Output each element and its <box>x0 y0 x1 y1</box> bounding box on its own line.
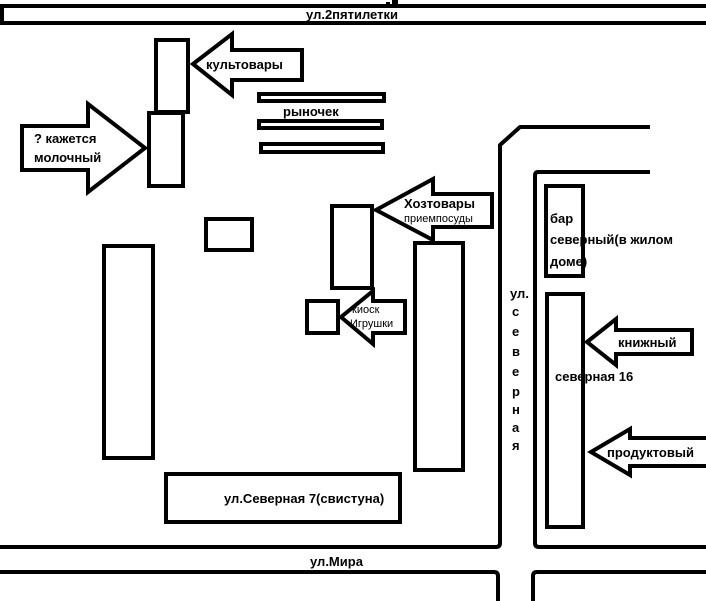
label-kultovary: культовары <box>206 57 283 72</box>
street-letter: я <box>512 438 520 453</box>
label-severnaya-7: ул.Северная 7(свистуна) <box>224 491 384 506</box>
label-bar-2: северный(в жилом <box>550 232 673 247</box>
street-label-mira: ул.Мира <box>310 554 364 569</box>
street-letter: р <box>512 384 520 399</box>
street-2pyatiletki <box>0 4 706 25</box>
street-label-severnaya-prefix: ул. <box>510 286 529 301</box>
label-bar-1: бар <box>550 211 573 226</box>
label-grocery: продуктовый <box>607 445 694 460</box>
building-dairy <box>147 111 185 188</box>
street-letter: е <box>512 324 519 339</box>
building-severnaya-16 <box>545 292 585 529</box>
label-market: рыночек <box>283 104 339 119</box>
street-letter: с <box>512 304 519 319</box>
street-edge-right-block <box>533 170 706 549</box>
market-stall-3 <box>259 142 385 154</box>
street-letter: а <box>512 420 520 435</box>
label-dairy-1: ? кажется <box>34 131 96 146</box>
arrow-bookstore <box>583 314 694 370</box>
building-severnaya-7 <box>164 472 402 524</box>
street-label-severnaya: с е в е р н а я <box>512 304 520 453</box>
label-household-1: Хозтовары <box>404 196 475 211</box>
kiosk-toys <box>305 299 340 335</box>
label-kiosk-1: киоск <box>352 304 380 316</box>
street-edge-lower-right <box>531 570 706 601</box>
building-long-left <box>102 244 155 460</box>
building-long-center <box>413 241 465 472</box>
building-bar <box>544 184 585 278</box>
building-kultovary <box>154 38 190 114</box>
label-bookstore: книжный <box>618 335 677 350</box>
label-dairy-2: молочный <box>34 150 101 165</box>
road-mark <box>386 0 398 6</box>
market-stall-1 <box>257 92 386 103</box>
building-household <box>330 204 374 290</box>
label-severnaya-16: северная 16 <box>555 369 633 384</box>
arrow-dairy <box>20 99 149 197</box>
arrow-grocery <box>587 425 706 479</box>
building-small <box>204 217 254 252</box>
street-edge-lower-left <box>0 570 500 601</box>
arrow-kultovary <box>189 29 304 100</box>
street-label-top: ул.2пятилетки <box>306 7 398 22</box>
arrow-kiosk <box>337 286 407 349</box>
label-household-2: приемпосуды <box>404 213 473 225</box>
street-edge-left-block <box>0 125 650 549</box>
street-letter: в <box>512 344 520 359</box>
arrow-household <box>371 175 494 244</box>
street-letter: н <box>512 402 520 417</box>
label-bar-3: доме) <box>550 254 587 269</box>
street-letter: е <box>512 364 519 379</box>
label-kiosk-2: Игрушки <box>350 318 393 330</box>
market-stall-2 <box>257 119 384 130</box>
